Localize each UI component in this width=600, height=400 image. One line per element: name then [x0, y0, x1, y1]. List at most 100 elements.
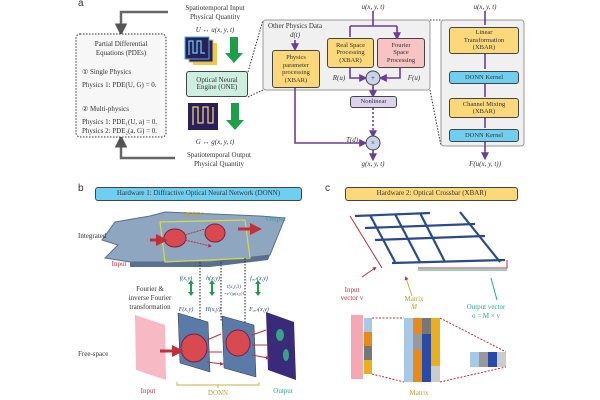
H-xy-label: H(x,y): [205, 307, 221, 313]
channel-line: Channel Mixing: [462, 100, 506, 108]
multiply-node: [365, 135, 381, 151]
fourier-label-1: Fourier &: [136, 285, 164, 293]
matrix-cells: [404, 318, 440, 382]
integrated-donn-chip: [101, 211, 286, 267]
output-title-2: Physical Quantity: [194, 160, 244, 168]
t-d-label: T(d): [345, 136, 359, 144]
hardware-2-title: Hardware 2: Optical Crossbar (XBAR): [345, 187, 518, 201]
fourier-space-box: Fourier Space Processing: [377, 38, 425, 68]
output-bottom-label: Output: [273, 387, 293, 395]
physics-param-line: Physics: [286, 54, 306, 61]
free-space-output-plane: [266, 312, 296, 380]
physics-param-line: (XBAR): [284, 76, 308, 84]
channel-mixing-box: Channel Mixing (XBAR): [449, 98, 519, 118]
output-title-1: Spatiotemporal Output: [187, 151, 251, 159]
input-vector-cells: [364, 318, 372, 374]
green-arrow-down-output: [226, 103, 244, 130]
donn-bracket: [176, 382, 260, 388]
crossbar-grid: [354, 211, 506, 265]
output-symbol: G ↔ g(x, y, t): [195, 138, 235, 146]
input-vector-label-1: Input: [344, 286, 360, 294]
single-physics-heading: ① Single Physics: [82, 68, 132, 76]
input-title-1: Spatiotemporal Input: [185, 4, 245, 12]
real-space-line: Real Space: [335, 41, 366, 49]
multi-physics-heading: ② Multi-physics: [82, 105, 129, 113]
matrix-m-label-2: M: [411, 303, 417, 311]
linear-transformation-box: Linear Transformation (XBAR): [449, 27, 519, 54]
feedback-arrow-top: [114, 10, 168, 36]
fourier-space-line: Processing: [386, 56, 416, 64]
input-title-2: Physical Quantity: [190, 13, 240, 21]
plus-sign: +: [371, 74, 375, 82]
linear-line: (XBAR): [472, 44, 496, 52]
real-space-box: Real Space Processing (XBAR): [327, 38, 374, 68]
phase-mask-1: [177, 312, 211, 373]
pde-box: [75, 33, 167, 138]
matrix-m-label-1: Matrix: [404, 295, 424, 303]
input-field-image: [184, 36, 217, 65]
input-vector-sheet: [351, 315, 363, 379]
d-symbol: d(t): [289, 31, 301, 39]
real-space-line: Processing: [336, 49, 365, 57]
donn-bottom-label: DONN: [207, 389, 229, 397]
donn-kernel-box-1: DONN Kernel: [449, 71, 519, 84]
nonlinear-box: Nonlinear: [350, 96, 397, 108]
output-field-image: [188, 103, 218, 130]
u-input-label: u(x, y, t): [361, 3, 385, 11]
matrix-bottom-label: Matrix: [409, 389, 429, 397]
fourier-space-line: Space: [393, 49, 409, 57]
integrated-label: Integrated: [78, 232, 107, 240]
physics-parameter-box: Physics parameter processing (XBAR): [272, 50, 320, 88]
physics-param-line: parameter: [283, 61, 309, 69]
F-xy-label: F(x,y): [178, 307, 194, 313]
fout-xy-label: fₒᵤₜ(x,y): [250, 276, 268, 282]
h-xy-label: h(x,y): [206, 276, 220, 282]
phase-mask-2: [221, 315, 257, 378]
Fout-xy-label: Fₒᵤₜ(x,y): [249, 307, 269, 313]
panel-b-label: b: [78, 183, 84, 194]
one-line-1: Optical Neural: [196, 75, 238, 84]
output-top-label: Output: [266, 215, 286, 223]
donn-kernel-box-2: DONN Kernel: [449, 129, 519, 142]
free-space-input-plane: [135, 315, 166, 380]
pde-title-1: Partial Differential: [94, 40, 148, 48]
sum-node: [365, 70, 381, 86]
real-space-line: (XBAR): [339, 56, 362, 64]
linear-line: Transformation: [463, 36, 505, 44]
output-vector-label-2: o = M × v: [471, 312, 501, 320]
input-top-label: Input: [111, 260, 127, 268]
kernel-output-label: F(u(x, y, t)): [469, 160, 501, 168]
fourier-arrows: [188, 280, 261, 296]
one-line-2: Engine (ONE): [196, 83, 238, 91]
feedback-arrow-bottom: [114, 135, 175, 160]
optical-neural-engine-box: Optical Neural Engine (ONE): [186, 71, 248, 97]
output-vector-cells: [470, 352, 506, 367]
single-physics-equation: Physics 1: PDE(U, G) = 0.: [82, 81, 157, 89]
linear-line: Linear: [475, 29, 493, 37]
input-bottom-label: Input: [140, 387, 156, 395]
hardware-1-title: Hardware 1: Diffractive Optical Neural N…: [95, 187, 302, 201]
f-u-label: F(u): [407, 74, 421, 82]
kernel-input-label: u(x, y, t): [473, 3, 497, 11]
input-symbol: U ↔ u(x, y, t): [195, 26, 235, 34]
multi-physics-equation-2: Physics 2: PDE₂(a, G) = 0.: [82, 127, 158, 135]
panel-a-label: a: [78, 0, 84, 9]
input-vector-label-2: vector v: [340, 294, 364, 302]
r-u-label: R(u): [332, 74, 346, 82]
pde-title-2: Equations (PDEs): [95, 49, 147, 57]
times-sign: ×: [371, 139, 375, 147]
t-xy-label: t(x,y,3): [227, 285, 241, 290]
output-vector-label-1: Output vector: [466, 303, 506, 311]
multi-physics-equation-1: Physics 1: PDE₁(U, a) = 0.: [82, 118, 158, 126]
other-physics-label: Other Physics Data: [268, 22, 323, 30]
channel-line: (XBAR): [472, 108, 496, 115]
t-xy-subscript: =e^{jφ(x,y)}: [224, 291, 244, 296]
panel-c-label: c: [325, 183, 330, 194]
free-space-label: Free-space: [78, 350, 109, 358]
f-xy-label: f(x,y): [179, 276, 193, 282]
green-arrow-down-input: [225, 37, 243, 63]
fourier-space-line: Fourier: [391, 41, 411, 49]
g-output-label: g(x, y, t): [361, 160, 385, 168]
physics-param-line: processing: [282, 69, 310, 76]
